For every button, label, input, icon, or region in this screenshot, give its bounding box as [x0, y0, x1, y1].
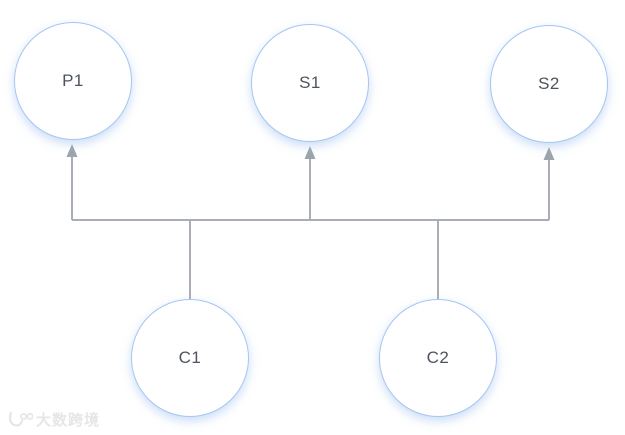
watermark-logo-icon — [8, 411, 33, 427]
node-s1-label: S1 — [299, 73, 321, 92]
node-s2-label: S2 — [538, 74, 560, 93]
node-c1: C1 — [131, 299, 249, 417]
watermark: 大数跨境 — [7, 409, 100, 430]
arrowhead-s1-icon — [304, 146, 316, 159]
watermark-text: 大数跨境 — [36, 412, 101, 429]
node-s2: S2 — [490, 25, 608, 143]
node-p1: P1 — [14, 22, 132, 140]
node-s1: S1 — [251, 24, 369, 142]
arrowhead-p1-icon — [66, 144, 78, 157]
node-c2-label: C2 — [426, 348, 450, 367]
node-p1-label: P1 — [62, 71, 84, 90]
arrowhead-s2-icon — [543, 147, 555, 160]
node-c2: C2 — [379, 299, 497, 417]
node-c1-label: C1 — [178, 348, 202, 367]
